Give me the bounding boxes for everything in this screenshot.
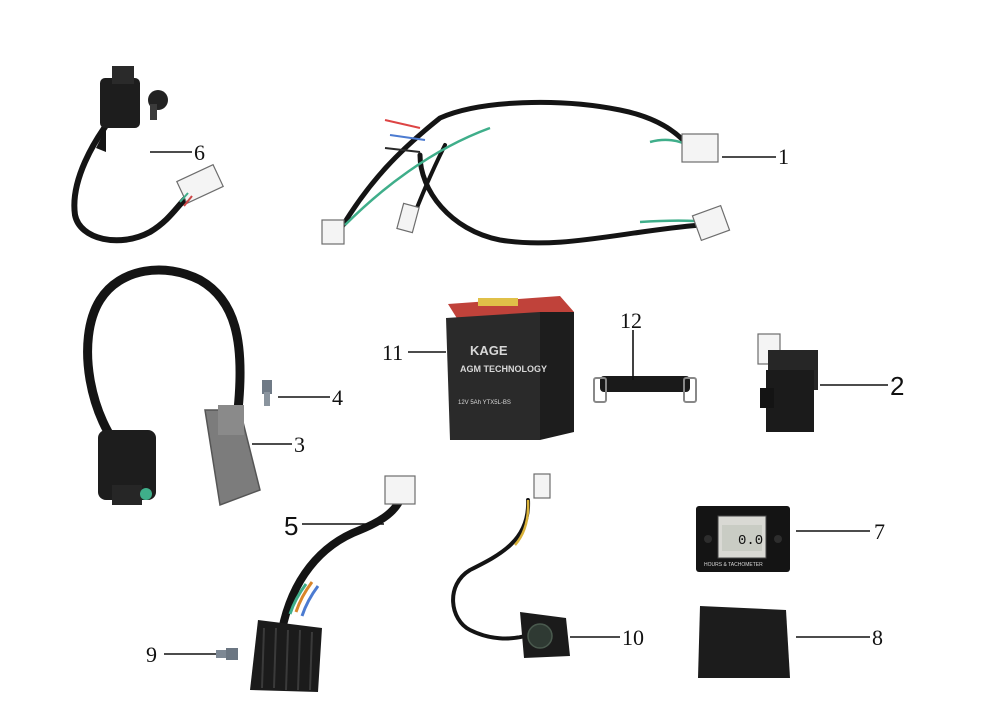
foam-pad-icon — [698, 606, 790, 678]
ignition-coil-icon — [83, 265, 261, 507]
meter-reading: 0.0 — [738, 533, 763, 549]
callout-10: 10 — [622, 625, 644, 650]
callout-6: 6 — [194, 140, 205, 165]
leader-lines — [150, 151, 888, 655]
callout-7: 7 — [874, 519, 885, 544]
callout-1: 1 — [778, 144, 789, 169]
wiring-harness-icon — [321, 99, 731, 246]
cdi-unit-icon — [757, 333, 818, 432]
battery-subtitle: AGM TECHNOLOGY — [460, 364, 547, 374]
battery-strap-icon — [593, 376, 697, 403]
bolt-icon — [262, 380, 272, 406]
callout-8: 8 — [872, 625, 883, 650]
callout-5: 5 — [284, 511, 298, 541]
battery-brand: KAGE — [470, 343, 508, 358]
meter-caption: HOURS & TACHOMETER — [704, 562, 763, 568]
battery-small-print: 12V 5Ah YTX5L-BS — [458, 400, 511, 406]
callout-11: 11 — [382, 340, 403, 365]
callout-9: 9 — [146, 642, 157, 667]
callout-2: 2 — [890, 371, 904, 401]
callout-3: 3 — [294, 432, 305, 457]
callout-numbers: 1 2 3 4 5 6 7 8 9 10 11 12 — [146, 140, 904, 667]
ignition-key-switch-icon — [71, 66, 224, 244]
hour-meter-icon: 0.0 HOURS & TACHOMETER — [696, 506, 790, 572]
bolt-icon — [216, 648, 238, 660]
battery-icon: KAGE AGM TECHNOLOGY 12V 5Ah YTX5L-BS — [446, 296, 574, 440]
callout-4: 4 — [332, 385, 343, 410]
voltage-regulator-icon — [250, 475, 416, 692]
callout-12: 12 — [620, 308, 642, 333]
sensor-icon — [451, 473, 570, 658]
